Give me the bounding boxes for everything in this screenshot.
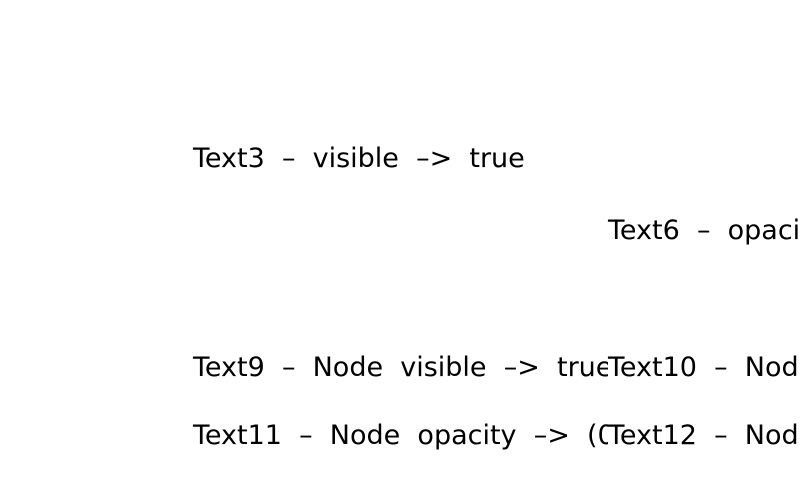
text-label-text6: Text6 – opacity –> (0.0, 1.0): [608, 214, 800, 247]
text-label-text9: Text9 – Node visible –> true: [193, 351, 613, 384]
text-label-text3: Text3 – visible –> true: [193, 142, 525, 175]
text-label-text12: Text12 – Node visible –> false: [608, 419, 800, 452]
text-label-text10: Text10 – Node opacity –> 1.0: [608, 351, 800, 384]
